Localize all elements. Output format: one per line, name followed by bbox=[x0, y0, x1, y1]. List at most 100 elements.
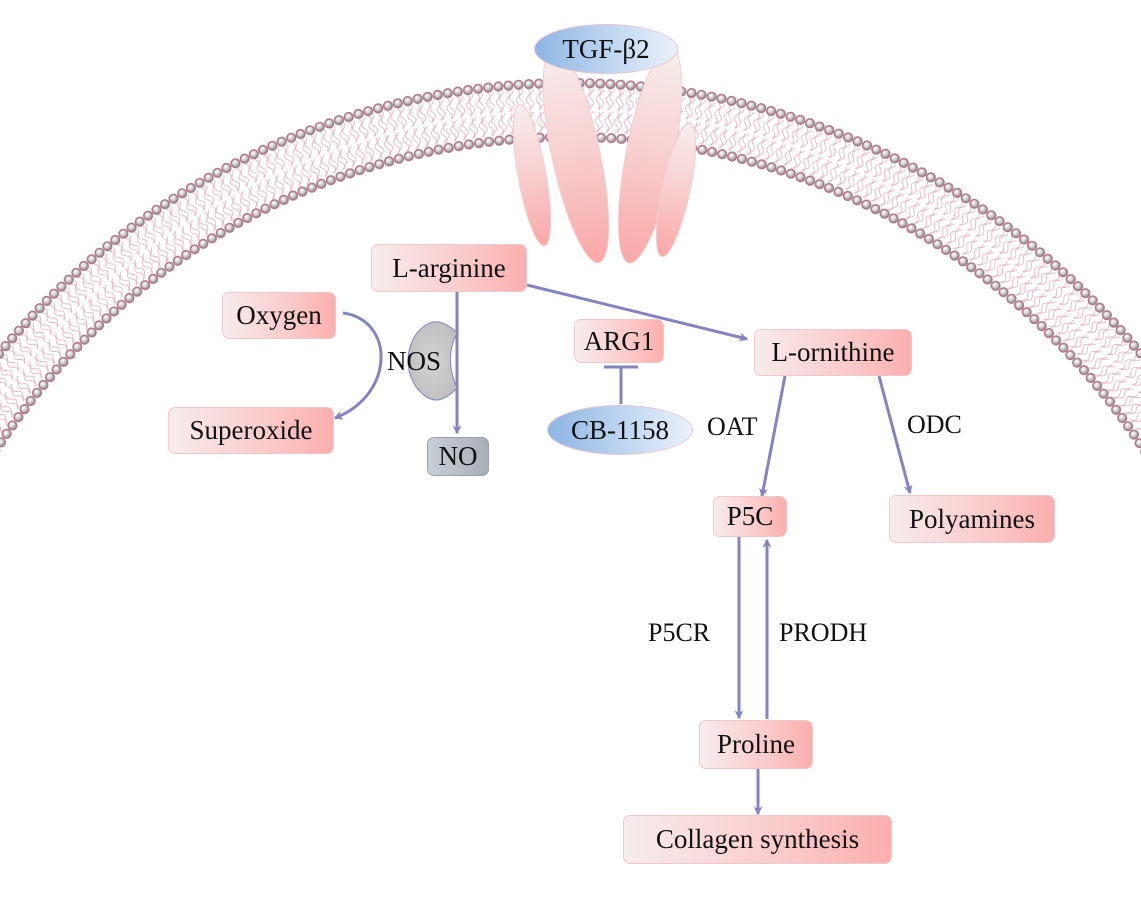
lipid-head bbox=[185, 182, 196, 194]
lipid-head bbox=[1110, 404, 1122, 415]
lipid-head bbox=[443, 142, 454, 153]
edge-oxygen-to-superoxide bbox=[333, 311, 383, 420]
lipid-head bbox=[483, 82, 494, 93]
lipid-head bbox=[221, 162, 232, 174]
lipid-head bbox=[473, 138, 485, 149]
lipid-head bbox=[453, 141, 464, 152]
lipid-head bbox=[765, 105, 777, 117]
lipid-head bbox=[861, 199, 872, 210]
lipid-head bbox=[306, 182, 318, 193]
lipid-head bbox=[51, 364, 62, 375]
lipid-head bbox=[746, 100, 757, 111]
lipid-head bbox=[1002, 222, 1013, 233]
lipid-head bbox=[363, 106, 374, 117]
lipid-head bbox=[58, 356, 69, 368]
lipid-head bbox=[71, 267, 82, 278]
lipid-head bbox=[423, 146, 434, 157]
lipid-head bbox=[932, 239, 943, 250]
lipid-head bbox=[934, 177, 945, 188]
lipid-head bbox=[251, 208, 262, 219]
lipid-head bbox=[1042, 253, 1053, 264]
lipid-head bbox=[1078, 365, 1090, 376]
lipid-head bbox=[86, 254, 97, 265]
lipid-head bbox=[871, 144, 882, 155]
lipid-head bbox=[756, 103, 767, 114]
lipid-head bbox=[795, 172, 806, 183]
lipid-head bbox=[44, 372, 56, 383]
lipid-head bbox=[269, 199, 280, 210]
lipid-head bbox=[78, 260, 89, 272]
lipid-head bbox=[242, 212, 253, 224]
lipid-head bbox=[382, 100, 394, 111]
node-proline: Proline bbox=[699, 720, 813, 769]
lipid-head bbox=[897, 218, 908, 229]
lipid-head bbox=[1034, 247, 1046, 258]
lipid-head bbox=[364, 162, 375, 173]
lipid-head bbox=[168, 193, 179, 204]
lipid-head bbox=[1134, 438, 1141, 449]
lipid-head bbox=[1057, 267, 1069, 278]
lipid-head bbox=[116, 299, 127, 310]
lipid-head bbox=[615, 79, 626, 90]
lipid-head bbox=[325, 175, 337, 186]
lipid-head bbox=[463, 139, 475, 150]
lipid-head bbox=[756, 159, 767, 170]
lipid-head bbox=[1122, 421, 1134, 432]
lipid-head bbox=[1135, 348, 1141, 359]
lipid-head bbox=[181, 249, 192, 261]
tgf-receptor bbox=[512, 46, 697, 264]
lipid-head bbox=[940, 244, 952, 255]
lipid-head bbox=[239, 153, 250, 164]
lipid-head bbox=[393, 153, 405, 164]
lipid-head bbox=[276, 136, 287, 147]
lipid-head bbox=[1065, 274, 1076, 285]
lipid-head bbox=[697, 144, 708, 155]
lipid-head bbox=[1128, 340, 1140, 351]
lipid-head bbox=[523, 78, 535, 90]
lipid-head bbox=[925, 172, 936, 183]
lipid-head bbox=[230, 158, 241, 169]
lipid-head bbox=[1080, 288, 1091, 299]
lipid-head bbox=[48, 288, 60, 299]
lipid-head bbox=[353, 108, 364, 120]
lipid-head bbox=[1098, 388, 1109, 399]
lipid-head bbox=[159, 199, 171, 210]
lipid-head bbox=[746, 156, 758, 167]
lipid-head bbox=[108, 306, 120, 317]
lipid-head bbox=[258, 144, 269, 155]
lipid-head bbox=[775, 108, 786, 119]
lipid-head bbox=[324, 118, 335, 129]
lipid-head bbox=[151, 204, 162, 215]
lipid-head bbox=[960, 193, 971, 204]
lipid-head bbox=[19, 404, 30, 415]
lipid-head bbox=[345, 168, 356, 179]
lipid-head bbox=[605, 78, 616, 90]
lipid-head bbox=[824, 125, 835, 136]
lipid-head bbox=[462, 84, 474, 96]
label-nos: NOS bbox=[387, 346, 442, 376]
lipid-head bbox=[533, 78, 545, 89]
lipid-head bbox=[27, 310, 38, 321]
lipid-head bbox=[1117, 412, 1128, 424]
lipid-head bbox=[785, 111, 796, 122]
lipid-head bbox=[384, 156, 395, 167]
lipid-head bbox=[503, 80, 514, 91]
lipid-head bbox=[1, 428, 12, 440]
lipid-head bbox=[118, 228, 129, 239]
lipid-head bbox=[907, 162, 919, 173]
lipid-head bbox=[392, 98, 403, 109]
node-l-ornithine: L-ornithine bbox=[754, 329, 912, 376]
lipid-head bbox=[595, 132, 607, 143]
lipid-head bbox=[823, 182, 835, 194]
lipid-head bbox=[1018, 234, 1030, 245]
node-collagen-synthesis: Collagen synthesis bbox=[623, 815, 892, 864]
lipid-head bbox=[1021, 307, 1032, 318]
lipid-head bbox=[726, 95, 737, 106]
lipid-head bbox=[776, 165, 787, 176]
lipid-head bbox=[982, 274, 993, 285]
lipid-head bbox=[402, 95, 413, 107]
lipid-head bbox=[412, 93, 423, 104]
lipid-head bbox=[814, 179, 825, 190]
lipid-head bbox=[203, 172, 214, 183]
ligand-tgf-beta2: TGF-β2 bbox=[534, 24, 678, 74]
